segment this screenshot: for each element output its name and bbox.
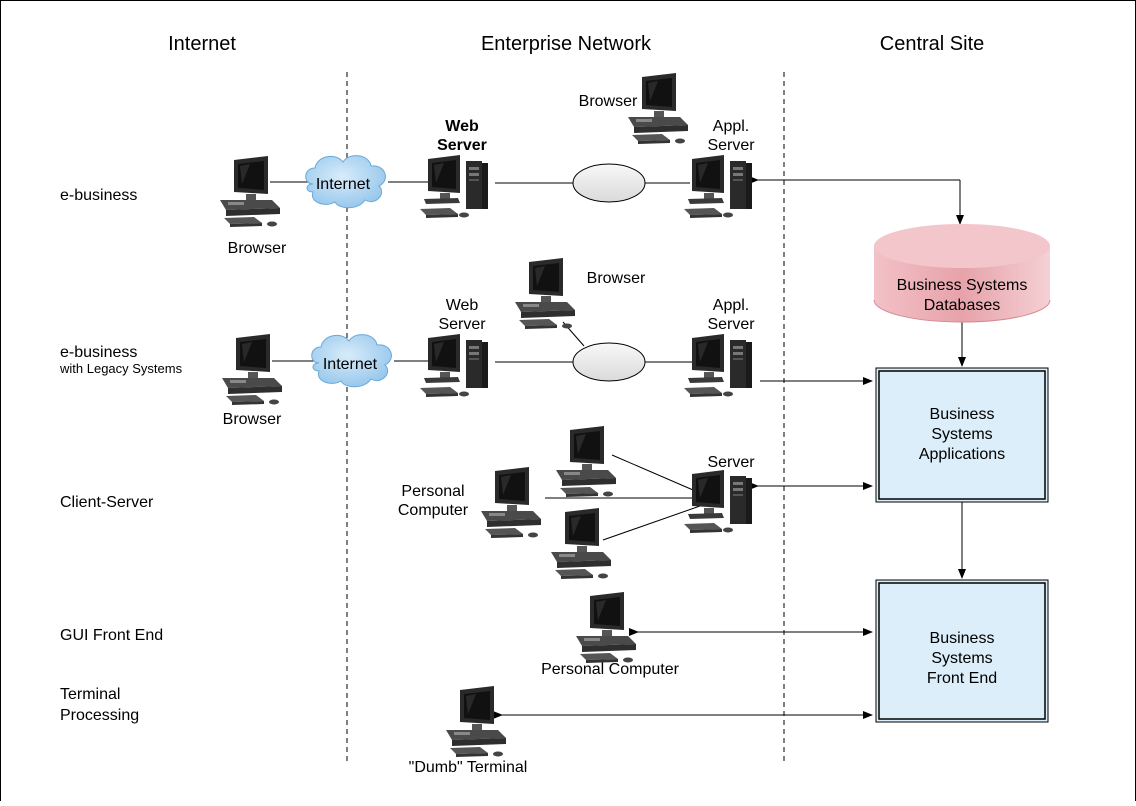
db-label-line2: Databases	[924, 297, 1001, 314]
header-central-site: Central Site	[880, 33, 985, 55]
appl-server-row2	[684, 334, 752, 397]
row-label-ebusiness: e-business	[60, 187, 137, 204]
browser-computer-enterprise-row2	[515, 258, 575, 329]
browser-label-row2: Browser	[223, 411, 282, 428]
server-computer	[684, 470, 752, 533]
business-systems-applications-box	[875, 367, 1049, 503]
browser-label-enterprise-row1: Browser	[579, 93, 638, 110]
web-server-label-row2-line1: Web	[446, 297, 479, 314]
apps-label-line3: Applications	[919, 446, 1005, 463]
apps-label-line1: Business	[930, 406, 995, 423]
network-ellipse-row2	[572, 342, 646, 382]
row-label-terminal: Terminal	[60, 686, 120, 703]
internet-cloud-label-row1: Internet	[316, 176, 371, 193]
appl-server-label-row1-line2: Server	[707, 137, 755, 154]
frontend-label-line2: Systems	[931, 650, 992, 667]
client-pc-top	[556, 426, 616, 497]
browser-label-enterprise-row2: Browser	[587, 270, 646, 287]
appl-server-row1	[684, 155, 752, 218]
link-pc-top-server	[611, 454, 701, 494]
server-label: Server	[707, 454, 755, 471]
web-server-label-row2-line2: Server	[438, 316, 486, 333]
client-pc-left	[481, 467, 541, 538]
web-server-label-row1-line1: Web	[445, 118, 479, 135]
row-label-gui-front-end: GUI Front End	[60, 627, 163, 644]
network-ellipse-row1	[572, 163, 646, 203]
appl-server-label-row2-line1: Appl.	[713, 297, 749, 314]
appl-server-label-row1-line1: Appl.	[713, 118, 749, 135]
frontend-label-line1: Business	[930, 630, 995, 647]
internet-cloud-label-row2: Internet	[323, 356, 378, 373]
gui-personal-computer-label: Personal Computer	[541, 661, 680, 678]
row-label-ebusiness-legacy: e-business	[60, 344, 137, 361]
browser-computer-row2	[222, 334, 282, 405]
header-enterprise-network: Enterprise Network	[481, 33, 652, 55]
web-server-row2	[420, 334, 488, 397]
frontend-label-line3: Front End	[927, 670, 997, 687]
row-label-legacy-systems: with Legacy Systems	[59, 361, 183, 376]
gui-personal-computer	[576, 592, 636, 663]
link-pc-bottom-server	[602, 505, 701, 541]
web-server-row1	[420, 155, 488, 218]
row-label-processing: Processing	[60, 707, 139, 724]
dumb-terminal-computer	[446, 686, 506, 757]
apps-label-line2: Systems	[931, 426, 992, 443]
browser-label-row1: Browser	[228, 240, 287, 257]
web-server-label-row1-line2: Server	[437, 137, 487, 154]
client-pc-bottom	[551, 508, 611, 579]
row-label-client-server: Client-Server	[60, 494, 154, 511]
browser-computer-row1	[220, 156, 280, 227]
business-systems-front-end-box	[875, 579, 1049, 723]
business-systems-databases	[873, 224, 1051, 323]
header-internet: Internet	[168, 33, 236, 55]
personal-computer-label-line2: Computer	[398, 502, 469, 519]
personal-computer-label-line1: Personal	[401, 483, 464, 500]
appl-server-label-row2-line2: Server	[707, 316, 755, 333]
db-label-line1: Business Systems	[897, 277, 1028, 294]
dumb-terminal-label: "Dumb" Terminal	[409, 759, 528, 776]
